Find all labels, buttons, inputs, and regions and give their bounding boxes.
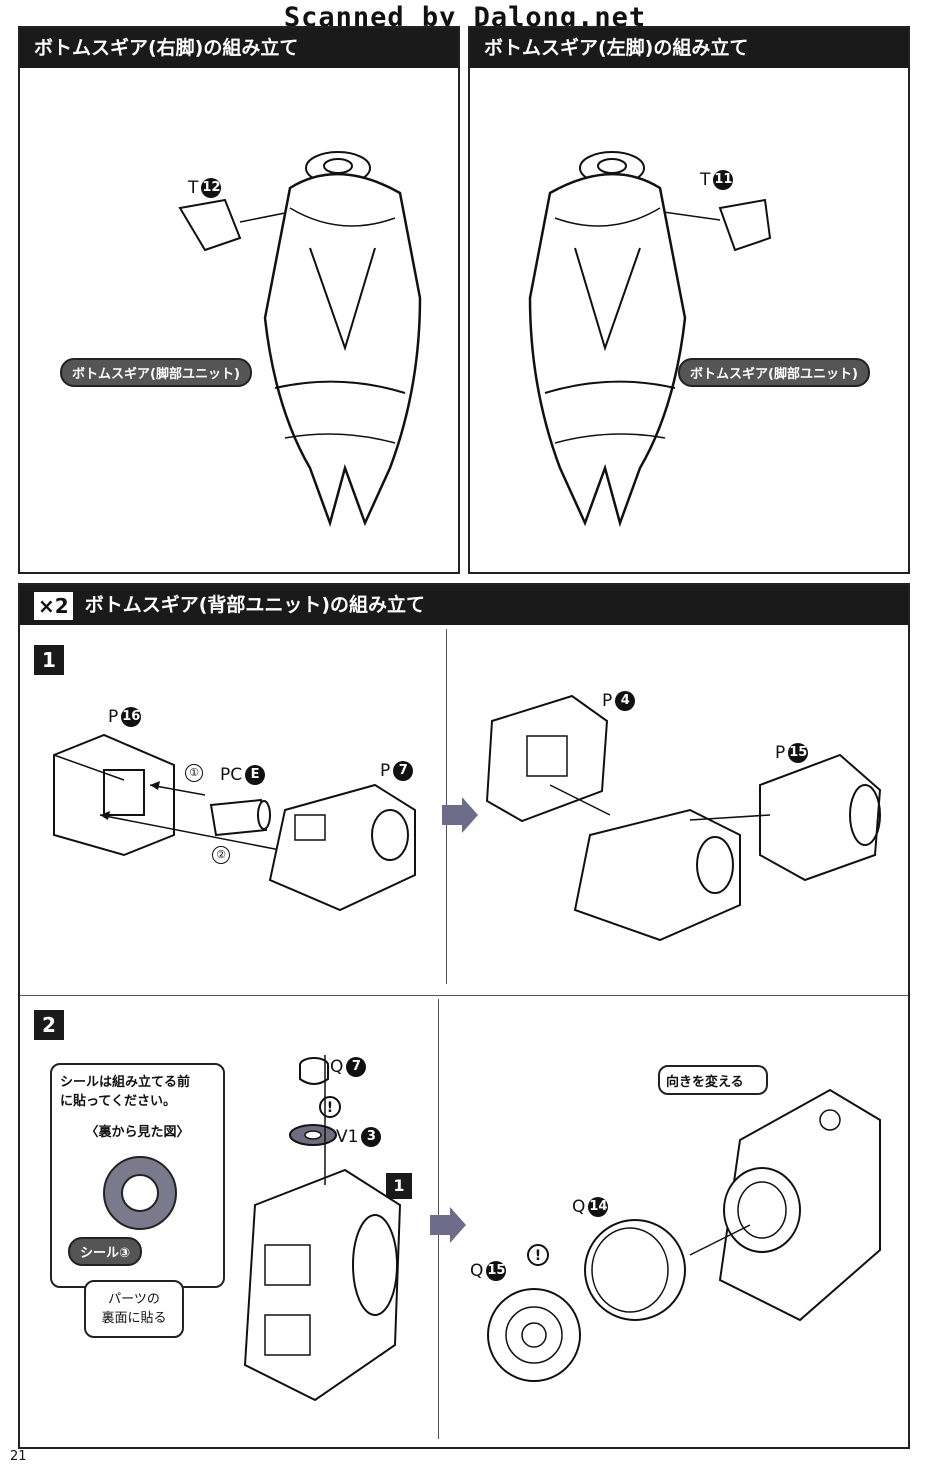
leg-drawing [178, 151, 422, 528]
svg-text:!: ! [535, 1248, 541, 1264]
caution-icon: ! [527, 1244, 549, 1266]
arrow-label-1: ① [185, 763, 203, 783]
note-line-2: に貼ってください。 [60, 1094, 176, 1109]
multiplier-badge: ×2 [34, 591, 73, 620]
assembly-arrows [99, 781, 281, 851]
next-arrow [442, 797, 478, 833]
seal-pill: シール③ [68, 1237, 143, 1266]
page-number: 21 [10, 1449, 27, 1464]
part-p4-drawing [485, 694, 609, 823]
placement-line-2: 裏面に貼る [101, 1311, 167, 1326]
step-1-badge: 1 [34, 645, 64, 675]
part-p16-drawing [53, 733, 175, 857]
seal-ring-drawing [103, 1156, 177, 1230]
part-q7-drawing [299, 1057, 329, 1085]
seal-placement-note: パーツの 裏面に貼る [84, 1280, 184, 1338]
note-subtitle: 〈裏から見た図〉 [85, 1125, 190, 1140]
pill-leg-unit: ボトムスギア(脚部ユニット) [678, 358, 870, 387]
next-arrow [430, 1207, 466, 1243]
placement-line-1: パーツの [108, 1292, 160, 1307]
part-p15-drawing [759, 753, 882, 882]
part-q14-drawing [584, 1219, 751, 1321]
svg-text:!: ! [327, 1100, 333, 1116]
arrow-label-2: ② [212, 845, 230, 865]
part-pc-drawing [209, 798, 271, 837]
panel-title: ボトムスギア(左脚)の組み立て [470, 28, 908, 68]
step-separator [20, 995, 908, 996]
part-p7-assembled-drawing [549, 784, 771, 942]
back-unit-assembly-drawing [243, 1055, 402, 1402]
leg-drawing [528, 151, 772, 528]
pill-leg-unit: ボトムスギア(脚部ユニット) [60, 358, 252, 387]
rotated-unit-drawing [718, 1088, 881, 1322]
reference-step-badge: 1 [386, 1173, 412, 1199]
note-line-1: シールは組み立てる前 [60, 1075, 191, 1090]
step-2-badge: 2 [34, 1010, 64, 1040]
part-v1-drawing [289, 1124, 337, 1146]
caution-icon: ! [319, 1096, 341, 1118]
turn-label: 向きを変える [658, 1065, 768, 1095]
panel-title: ボトムスギア(右脚)の組み立て [20, 28, 458, 68]
part-p7-drawing [268, 783, 416, 912]
part-q15-drawing [487, 1288, 581, 1382]
